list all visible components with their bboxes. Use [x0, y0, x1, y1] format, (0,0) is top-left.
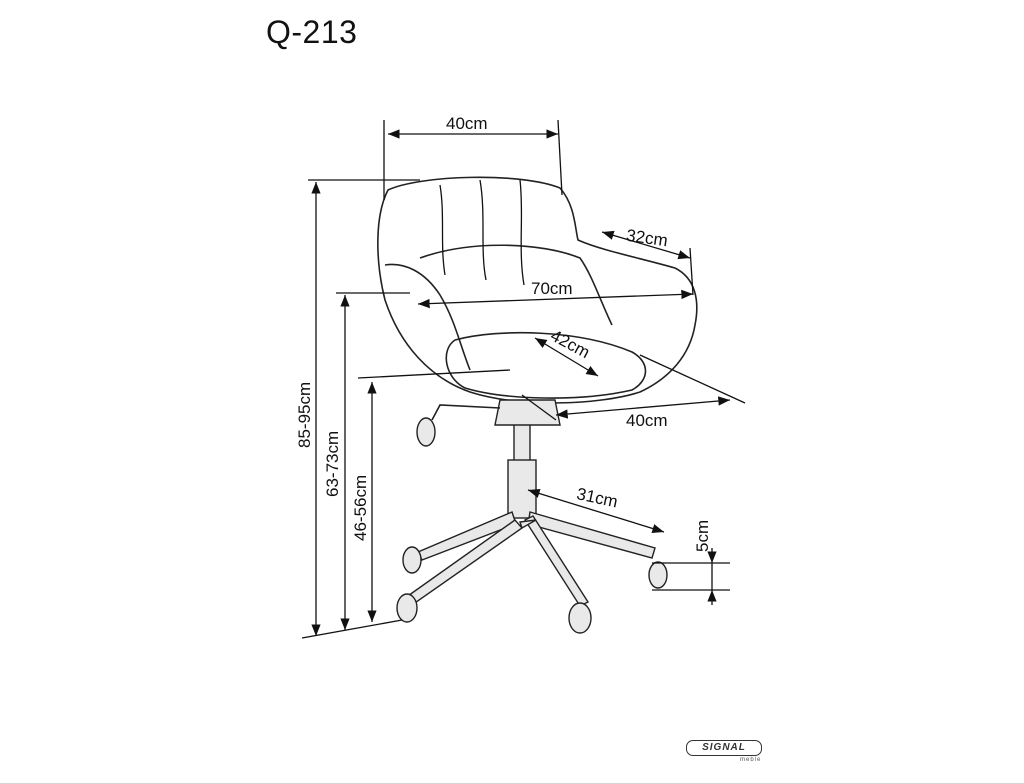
column-sleeve [507, 459, 537, 519]
brand-logo: SIGNAL [686, 740, 762, 756]
label-seat-depth: 42cm [547, 326, 593, 362]
tufting-lines [439, 179, 525, 286]
label-caster-height: 5cm [693, 520, 712, 552]
label-armrest-depth: 32cm [625, 226, 669, 251]
tilt-mechanism [494, 399, 561, 426]
label-total-height: 85-95cm [295, 382, 314, 448]
star-base [403, 511, 656, 607]
label-seat-width-top: 40cm [446, 114, 488, 133]
label-seat-height: 46-56cm [351, 475, 370, 541]
label-armrest-height: 63-73cm [323, 431, 342, 497]
chair-shell [377, 176, 698, 404]
lever-knob [416, 417, 436, 447]
casters [396, 546, 668, 634]
armrest-left [384, 263, 471, 371]
label-base-depth: 40cm [626, 411, 668, 430]
seat-cushion [445, 331, 647, 399]
label-base-radius: 31cm [575, 484, 620, 511]
brand-logo-sub: meble [740, 757, 762, 763]
dimension-lines [301, 119, 746, 639]
height-lever [431, 404, 501, 421]
model-title: Q-213 [266, 14, 358, 50]
chair-illustration [377, 176, 698, 634]
label-overall-width: 70cm [531, 279, 573, 298]
